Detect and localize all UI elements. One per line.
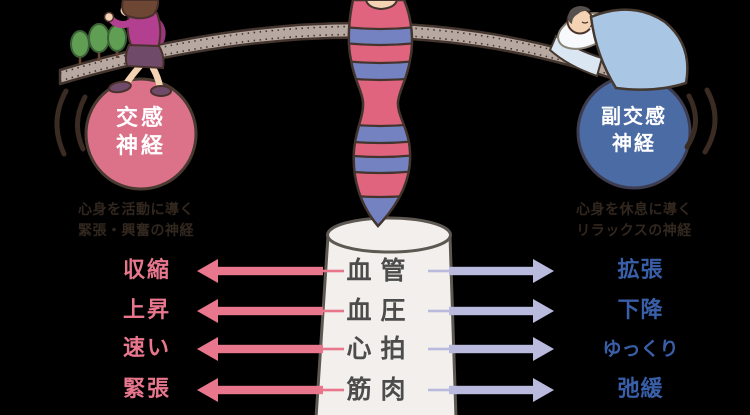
left-arrow-icon (197, 337, 344, 361)
spine-illustration (347, 0, 414, 228)
parasympathetic-caption-line1: 心身を休息に導く (576, 202, 692, 218)
left-effect-label: 速い (122, 336, 171, 361)
right-effect-label: 下降 (617, 298, 664, 323)
right-arrow-icon (428, 299, 554, 323)
left-arrow-icon (197, 299, 344, 323)
right-arrow-icon (428, 378, 554, 402)
vibration-marks-left-icon (54, 88, 88, 157)
left-effect-label: 緊張 (122, 377, 171, 402)
sympathetic-caption-line1: 心身を活動に導く (78, 202, 194, 218)
vibration-marks-right-icon (684, 87, 718, 155)
sympathetic-circle (84, 77, 198, 191)
right-arrow-icon (428, 259, 554, 283)
pedestal-column (314, 216, 458, 415)
left-effect-label: 上昇 (122, 298, 171, 323)
left-arrow-icon (197, 259, 344, 283)
left-effect-label: 収縮 (122, 258, 171, 283)
sympathetic-label: 交感 神経 (81, 105, 201, 161)
right-arrow-icon (428, 337, 554, 361)
parasympathetic-label-line1: 副交感 (601, 104, 667, 128)
parasympathetic-label: 副交感 神経 (574, 103, 694, 157)
parasympathetic-label-line2: 神経 (612, 131, 656, 155)
sympathetic-label-line1: 交感 (115, 106, 166, 131)
left-arrow-icon (197, 378, 344, 402)
parasympathetic-caption: 心身を休息に導く リラックスの神経 (524, 200, 744, 242)
walking-woman-illustration (103, 0, 172, 97)
body-item-label: 筋肉 (346, 375, 415, 404)
right-effect-label: 弛緩 (617, 377, 664, 402)
right-effect-label: ゆっくり (602, 338, 679, 360)
sympathetic-caption: 心身を活動に導く 緊張・興奮の神経 (26, 200, 246, 242)
body-item-label: 血圧 (346, 296, 415, 325)
body-item-label: 血管 (346, 256, 415, 285)
parasympathetic-caption-line2: リラックスの神経 (576, 223, 692, 239)
sleeping-person-in-bed-illustration (548, 6, 689, 91)
right-effect-label: 拡張 (617, 258, 664, 283)
sympathetic-caption-line2: 緊張・興奮の神経 (78, 223, 194, 239)
trees-icon (70, 23, 127, 64)
body-item-label: 心拍 (346, 334, 415, 363)
sympathetic-label-line2: 神経 (115, 134, 166, 159)
